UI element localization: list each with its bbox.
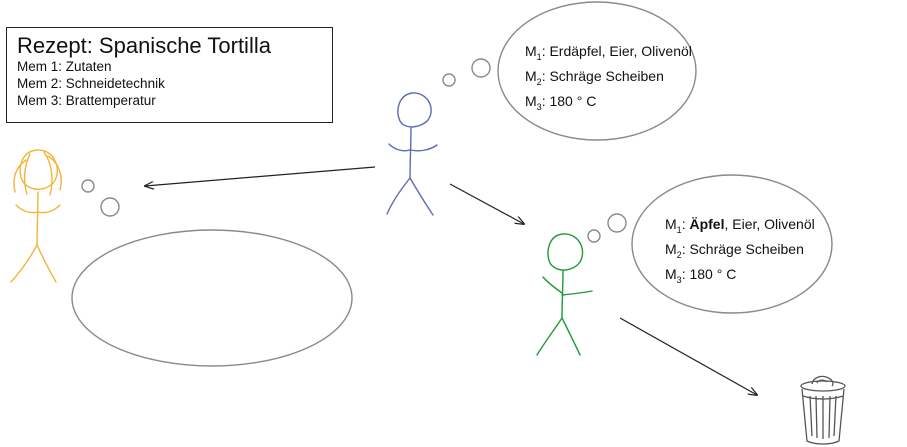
memory-m1-row: M1: Erdäpfel, Eier, Olivenöl <box>525 42 692 67</box>
memory-index: 2 <box>536 76 542 87</box>
memory-value: : Schräge Scheiben <box>541 67 664 84</box>
memory-label: M <box>665 240 677 257</box>
memory-m1-row: M1: Äpfel, Eier, Olivenöl <box>665 215 815 240</box>
memory-index: 1 <box>536 51 542 62</box>
thought-dot-left-large <box>100 197 120 217</box>
memory-value: : 180 ° C <box>681 265 737 282</box>
blue-stick-figure <box>386 92 438 216</box>
memory-label: M <box>525 67 537 84</box>
memory-value: : 180 ° C <box>541 92 597 109</box>
thought-bubble-empty <box>71 229 353 367</box>
thought-dot-right-large <box>607 213 627 233</box>
memory-index: 3 <box>676 274 682 285</box>
memory-separator: : <box>681 216 690 232</box>
green-stick-figure <box>536 233 593 356</box>
thought-dot-top-large <box>471 58 491 78</box>
memory-index: 2 <box>676 249 682 260</box>
thought-text-top: M1: Erdäpfel, Eier, Olivenöl M2: Schräge… <box>525 42 692 116</box>
memory-m2-row: M2: Schräge Scheiben <box>665 240 815 265</box>
thought-text-right: M1: Äpfel, Eier, Olivenöl M2: Schräge Sc… <box>665 215 815 289</box>
memory-value: : Schräge Scheiben <box>681 240 804 257</box>
memory-m2-row: M2: Schräge Scheiben <box>525 67 692 92</box>
memory-label: M <box>525 43 537 59</box>
memory-index: 3 <box>536 101 542 112</box>
memory-label: M <box>525 92 537 109</box>
thought-bubble-right <box>631 174 833 314</box>
memory-m3-row: M3: 180 ° C <box>665 265 815 290</box>
recipe-mem-1: Mem 1: Zutaten <box>17 59 112 74</box>
memory-index: 1 <box>676 224 682 235</box>
yellow-stick-figure <box>10 149 62 283</box>
memory-value: , Eier, Olivenöl <box>724 216 815 232</box>
thought-dot-left-small <box>81 179 95 193</box>
trash-can-icon <box>800 375 846 445</box>
recipe-mem-2: Mem 2: Schneidetechnik <box>17 76 165 91</box>
memory-label: M <box>665 216 677 232</box>
arrow-to-yellow <box>145 166 376 186</box>
memory-label: M <box>665 265 677 282</box>
arrow-to-trash <box>619 317 757 395</box>
recipe-box: Rezept: Spanische Tortilla Mem 1: Zutate… <box>6 27 333 123</box>
thought-bubble-top <box>497 1 697 141</box>
recipe-title: Rezept: Spanische Tortilla <box>17 33 271 58</box>
memory-changed-value: Äpfel <box>689 216 725 232</box>
memory-value: : Erdäpfel, Eier, Olivenöl <box>541 43 692 59</box>
recipe-mem-3: Mem 3: Brattemperatur <box>17 93 156 108</box>
thought-dot-right-small <box>587 229 601 243</box>
memory-m3-row: M3: 180 ° C <box>525 92 692 117</box>
thought-dot-top-small <box>442 73 456 87</box>
arrow-to-green <box>449 183 524 224</box>
